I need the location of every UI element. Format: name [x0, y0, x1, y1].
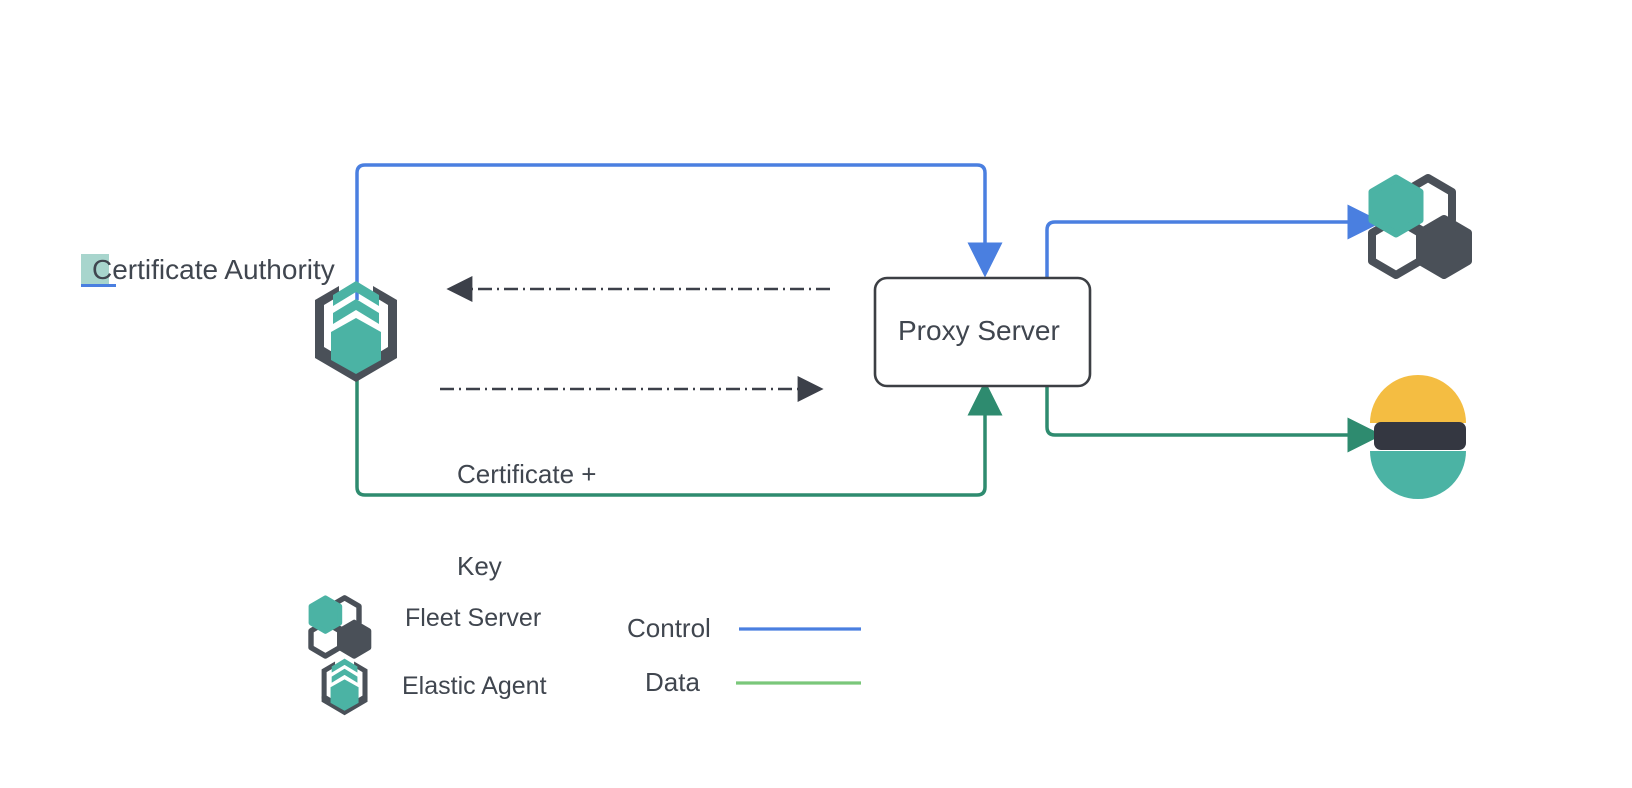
- edge-proxy-to-elasticsearch-data: [1045, 383, 1383, 453]
- text-underline: [81, 284, 116, 287]
- legend-fleet-server-icon: [308, 595, 372, 659]
- proxy-server-label[interactable]: Proxy Server: [898, 315, 1060, 346]
- legend-label-fleet-server: Fleet Server: [405, 604, 542, 632]
- legend-label-data: Data: [645, 667, 700, 697]
- elasticsearch-icon: [1370, 375, 1466, 499]
- certificate-authority-label[interactable]: Certificate Authority: [92, 254, 335, 285]
- certificate-key-edge-label: Certificate + Key: [457, 398, 596, 643]
- legend-label-elastic-agent: Elastic Agent: [402, 672, 547, 700]
- edge-agent-to-proxy-control: [355, 163, 1003, 300]
- fleet-server-icon: [1368, 174, 1472, 279]
- certificate-key-line-2: Key: [457, 551, 502, 582]
- text-selection-highlight: [81, 254, 109, 286]
- legend-label-control: Control: [627, 613, 711, 643]
- elastic-agent-icon: [315, 281, 397, 382]
- legend-elastic-agent-icon: [321, 658, 368, 716]
- edge-agent-to-proxy-data: [355, 372, 1003, 497]
- edge-proxy-to-fleet-control: [1045, 204, 1383, 277]
- proxy-server-box[interactable]: [873, 276, 1092, 388]
- certificate-key-line-1: Certificate +: [457, 459, 597, 490]
